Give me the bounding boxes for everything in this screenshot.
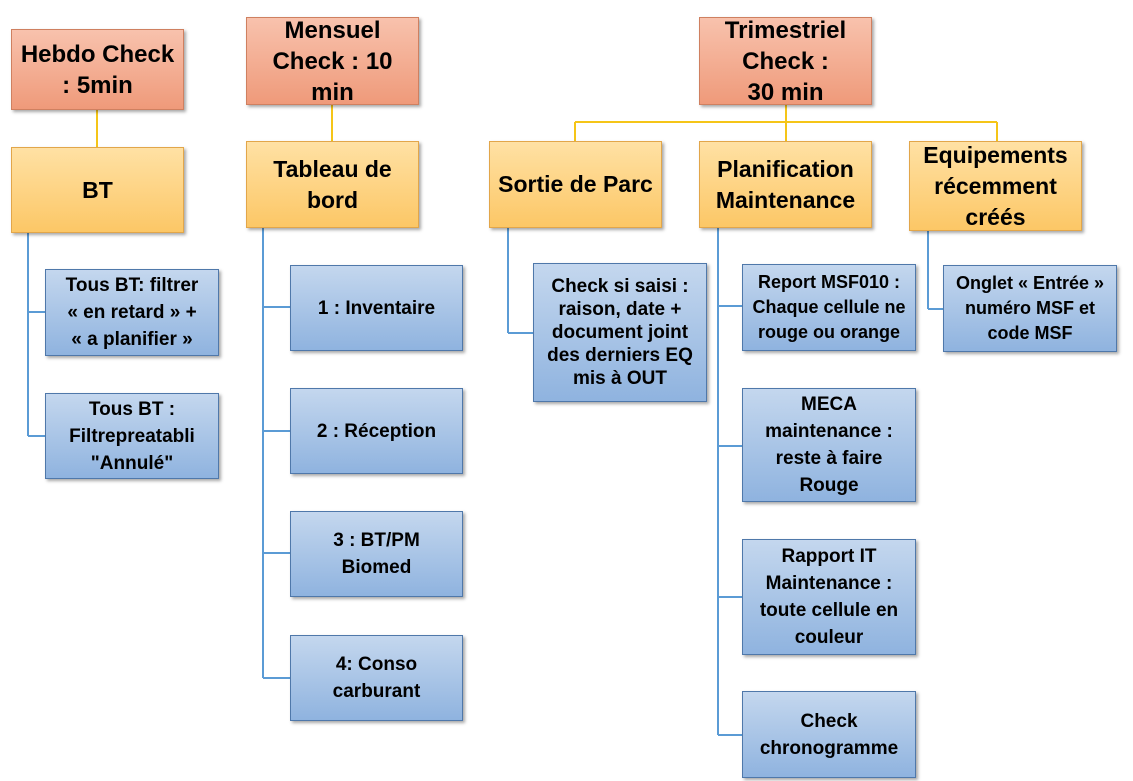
item-meca-maintenance: MECA maintenance : reste à faire Rouge (742, 388, 916, 502)
item-onglet-entree: Onglet « Entrée » numéro MSF et code MSF (943, 265, 1117, 352)
header-hebdo-check: Hebdo Check : 5min (11, 29, 184, 110)
item-reception: 2 : Réception (290, 388, 463, 474)
item-check-chronogramme: Check chronogramme (742, 691, 916, 778)
item-conso-carburant: 4: Conso carburant (290, 635, 463, 721)
header-trimestriel-check: Trimestriel Check : 30 min (699, 17, 872, 106)
item-bt-pm-biomed: 3 : BT/PM Biomed (290, 511, 463, 597)
item-report-msf010: Report MSF010 : Chaque cellule ne rouge … (742, 264, 916, 351)
item-inventaire: 1 : Inventaire (290, 265, 463, 351)
item-rapport-it-maintenance: Rapport IT Maintenance : toute cellule e… (742, 539, 916, 655)
category-equipements-recemment-crees: Equipements récemment créés (909, 141, 1082, 231)
item-bt-filtrer-retard: Tous BT: filtrer « en retard » + « a pla… (45, 269, 219, 356)
category-tableau-de-bord: Tableau de bord (246, 141, 419, 228)
category-sortie-de-parc: Sortie de Parc (489, 141, 662, 228)
item-check-si-saisi: Check si saisi : raison, date + document… (533, 263, 707, 402)
header-mensuel-check: Mensuel Check : 10 min (246, 17, 419, 106)
item-bt-filtre-annule: Tous BT : Filtrepreatabli "Annulé" (45, 393, 219, 479)
category-bt: BT (11, 147, 184, 233)
category-planification-maintenance: Planification Maintenance (699, 141, 872, 228)
